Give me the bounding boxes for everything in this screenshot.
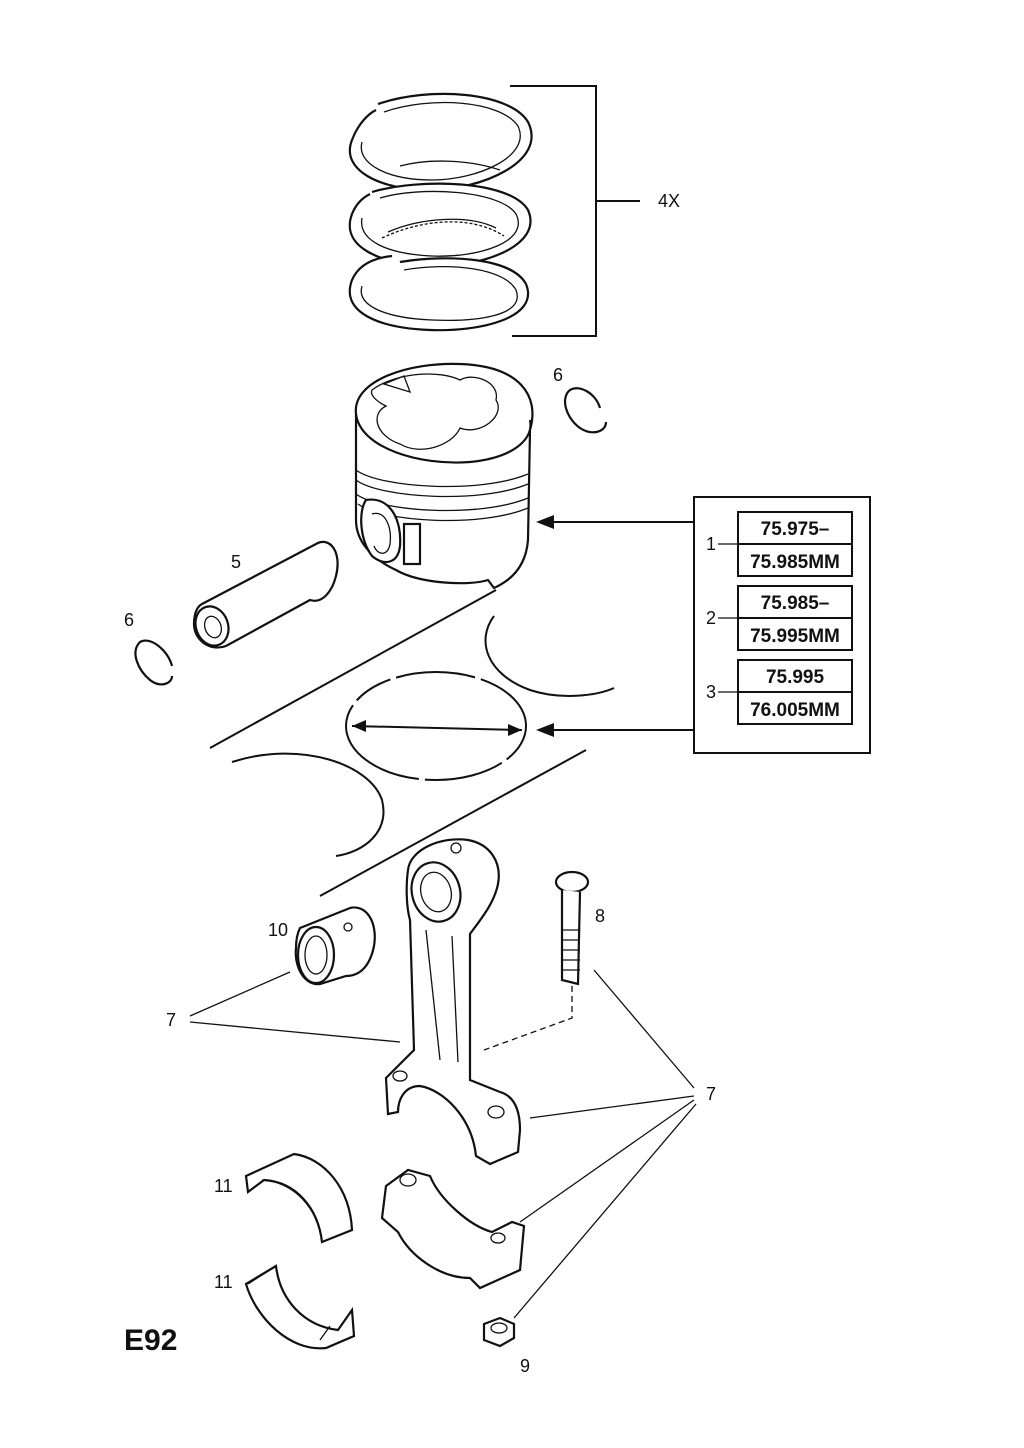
bearing-lower-label: 11 <box>214 1272 233 1292</box>
circlip-top-label: 6 <box>553 365 563 385</box>
size-from: 75.975– <box>761 519 830 540</box>
circlip-left <box>134 639 174 686</box>
size-table <box>536 496 871 754</box>
size-index: 3 <box>706 682 716 702</box>
rings-qty-label: 4X <box>658 191 680 211</box>
piston-rings <box>348 85 640 337</box>
size-row: 1 75.975– 75.985MM <box>706 511 853 577</box>
bearing-shell-upper <box>244 1152 354 1244</box>
conrod-left-label: 7 <box>166 1010 176 1030</box>
size-row: 3 75.995 76.005MM <box>706 659 853 725</box>
conrod-bolt <box>554 870 590 986</box>
connecting-rod <box>384 838 573 1166</box>
size-rows: 1 75.975– 75.985MM 2 75.985– 75.995MM 3 75.995 7… <box>706 511 853 725</box>
nut-label: 9 <box>520 1356 530 1376</box>
diagram-code: E92 <box>124 1324 177 1357</box>
callout-leaders-7 <box>189 969 697 1319</box>
size-from: 75.995 <box>766 667 825 688</box>
size-row: 2 75.985– 75.995MM <box>706 585 853 651</box>
bushing <box>294 906 376 986</box>
circlip-left-label: 6 <box>124 610 134 630</box>
size-to: 75.985MM <box>750 552 840 573</box>
conrod-nut <box>482 1316 516 1348</box>
bearing-upper-label: 11 <box>214 1176 233 1196</box>
size-index: 2 <box>706 608 716 628</box>
conrod-right-label: 7 <box>706 1084 716 1104</box>
size-index: 1 <box>706 534 716 554</box>
size-from: 75.985– <box>761 593 830 614</box>
size-to: 76.005MM <box>750 700 840 721</box>
bolt-label: 8 <box>595 906 605 926</box>
cylinder-bore <box>209 589 615 897</box>
piston <box>354 362 534 590</box>
circlip-top <box>563 387 608 434</box>
piston-pin <box>192 540 339 649</box>
bushing-label: 10 <box>268 920 288 940</box>
rod-cap <box>380 1168 526 1290</box>
size-to: 75.995MM <box>750 626 840 647</box>
bearing-shell-lower <box>244 1264 356 1350</box>
piston-pin-label: 5 <box>231 552 241 572</box>
